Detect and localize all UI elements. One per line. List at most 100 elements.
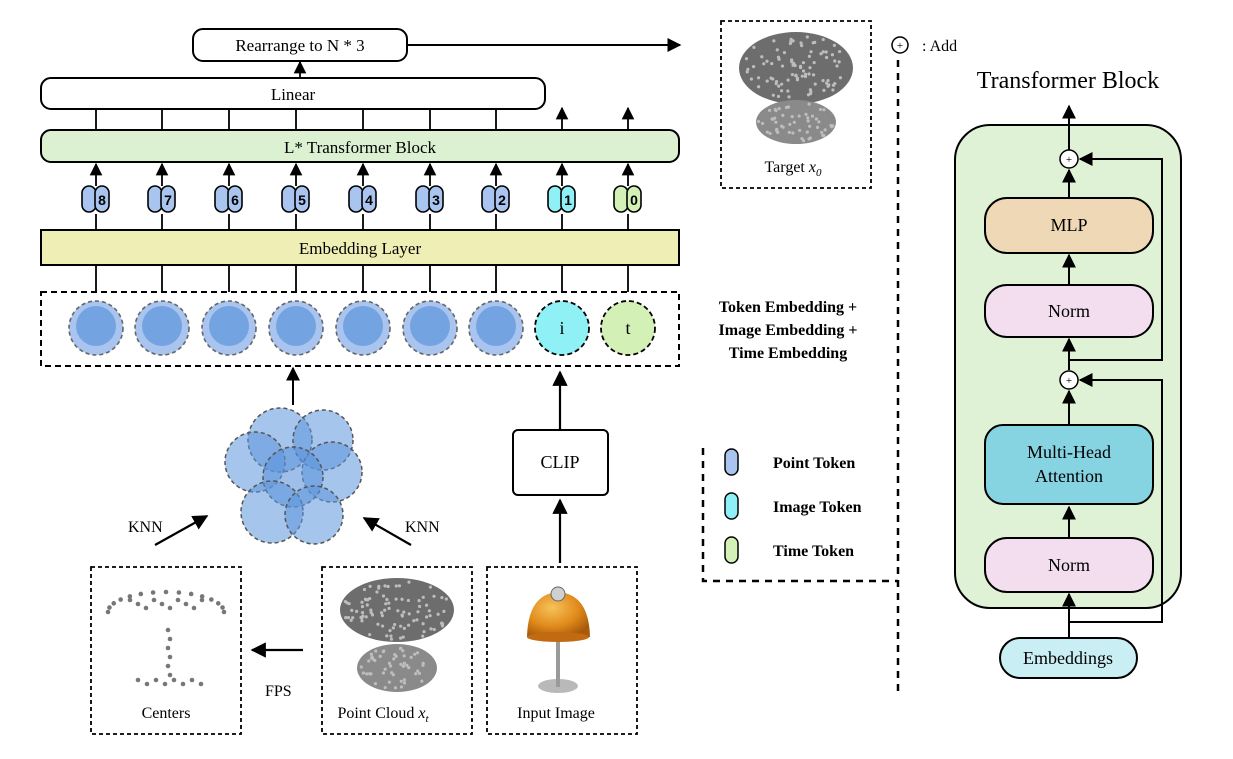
knn-patch-cluster <box>224 407 363 545</box>
legend-item-point: Point Token <box>724 448 855 476</box>
norm-top-box <box>984 284 1154 338</box>
residual-connection-bottom <box>1069 373 1163 623</box>
mha-label-line-2: Attention <box>1035 466 1103 486</box>
embed-desc-line-3: Time Embedding <box>729 345 847 362</box>
residual-connection-top <box>1069 152 1163 361</box>
add-legend-symbol: + <box>897 40 903 52</box>
embeddings-label: Embeddings <box>1023 648 1113 668</box>
embed-desc-line-1: Token Embedding + <box>719 299 857 316</box>
add-legend-icon <box>891 36 909 54</box>
token-number: 8 <box>98 192 106 208</box>
add-node-top-symbol: + <box>1066 154 1072 166</box>
norm-top-label: Norm <box>1048 301 1090 321</box>
point-cloud-label: Point Cloud xt <box>337 705 429 725</box>
legend-label: Point Token <box>773 455 855 472</box>
input-image-label: Input Image <box>517 705 595 722</box>
token-number: 5 <box>298 192 306 208</box>
knn-arrow-left <box>154 515 209 546</box>
embeddings-box <box>999 637 1138 679</box>
token-pill-right <box>428 185 444 213</box>
token-pill-left <box>547 185 563 213</box>
token-number: 0 <box>630 192 638 208</box>
transformer-output-arrows <box>555 106 635 129</box>
token-point: 8 <box>81 162 110 229</box>
token-number: 6 <box>231 192 239 208</box>
norm-bottom-box <box>984 537 1154 593</box>
legend-box-border <box>701 448 898 583</box>
token-pill-right <box>227 185 243 213</box>
target-point-cloud-icon <box>739 32 853 144</box>
token-image: 1 <box>547 162 576 229</box>
token-point: 4 <box>348 162 377 229</box>
centers-label: Centers <box>142 705 191 722</box>
token-pill-left <box>214 185 230 213</box>
linear-label: Linear <box>271 85 316 104</box>
embedding-layer-box <box>40 229 680 266</box>
mlp-label: MLP <box>1050 215 1087 235</box>
transformer-label: L* Transformer Block <box>284 138 437 157</box>
token-pill-right <box>94 185 110 213</box>
token-pill-right <box>560 185 576 213</box>
mlp-box <box>984 197 1154 254</box>
clip-label: CLIP <box>540 452 579 472</box>
token-point: 5 <box>281 162 310 229</box>
token-point: 6 <box>214 162 243 229</box>
embedding-connectors <box>95 266 629 292</box>
add-node-bottom <box>1059 370 1079 390</box>
rearrange-label: Rearrange to N * 3 <box>235 36 364 55</box>
centers-point-icon <box>105 589 227 687</box>
add-legend-label: : Add <box>922 38 957 55</box>
token-pill-left <box>147 185 163 213</box>
token-pill-left <box>281 185 297 213</box>
transformer-block-title: Transformer Block <box>977 68 1159 94</box>
token-pill-left <box>613 185 629 213</box>
token-pill-left <box>81 185 97 213</box>
token-number: 3 <box>432 192 440 208</box>
embedding-circle-label: i <box>559 318 564 338</box>
token-point: 2 <box>481 162 510 229</box>
knn-arrow-right <box>362 517 412 546</box>
legend-label: Time Token <box>773 543 854 560</box>
token-pill-left <box>348 185 364 213</box>
point-cloud-icon <box>340 578 454 692</box>
norm-bottom-label: Norm <box>1048 555 1090 575</box>
embed-desc-line-2: Image Embedding + <box>719 322 858 339</box>
knn-label-left: KNN <box>128 519 163 536</box>
embedding-circle-time: t <box>600 300 656 356</box>
fps-label: FPS <box>265 683 292 700</box>
token-pill-left <box>481 185 497 213</box>
token-pill-right <box>160 185 176 213</box>
mha-box <box>984 424 1154 505</box>
embedding-circle-point <box>134 300 190 356</box>
transformer-to-linear-lines <box>95 110 497 129</box>
token-number: 1 <box>564 192 572 208</box>
legend-item-time: Time Token <box>724 536 854 564</box>
add-node-top <box>1059 149 1079 169</box>
token-point: 3 <box>415 162 444 229</box>
embedding-circle-point <box>201 300 257 356</box>
embedding-circle-point <box>402 300 458 356</box>
target-label: Target x0 <box>765 159 822 179</box>
embedding-layer-label: Embedding Layer <box>299 239 422 258</box>
token-number: 2 <box>498 192 506 208</box>
embedding-circle-point <box>468 300 524 356</box>
mha-label-line-1: Multi-Head <box>1027 442 1111 462</box>
token-pill-right <box>361 185 377 213</box>
token-number: 7 <box>164 192 172 208</box>
token-pill-left <box>415 185 431 213</box>
token-pill-right <box>494 185 510 213</box>
centers-panel <box>90 566 242 735</box>
embedding-circle-image: i <box>534 300 590 356</box>
embedding-circle-point <box>268 300 324 356</box>
token-pill-right <box>294 185 310 213</box>
lamp-image-icon <box>527 586 590 693</box>
embedding-dashed-box <box>40 291 680 367</box>
token-row: 8 7 6 5 4 3 2 1 0 <box>81 162 642 229</box>
embedding-circle-point <box>68 300 124 356</box>
add-node-bottom-symbol: + <box>1066 375 1072 387</box>
linear-box <box>40 77 546 110</box>
token-pill-right <box>626 185 642 213</box>
